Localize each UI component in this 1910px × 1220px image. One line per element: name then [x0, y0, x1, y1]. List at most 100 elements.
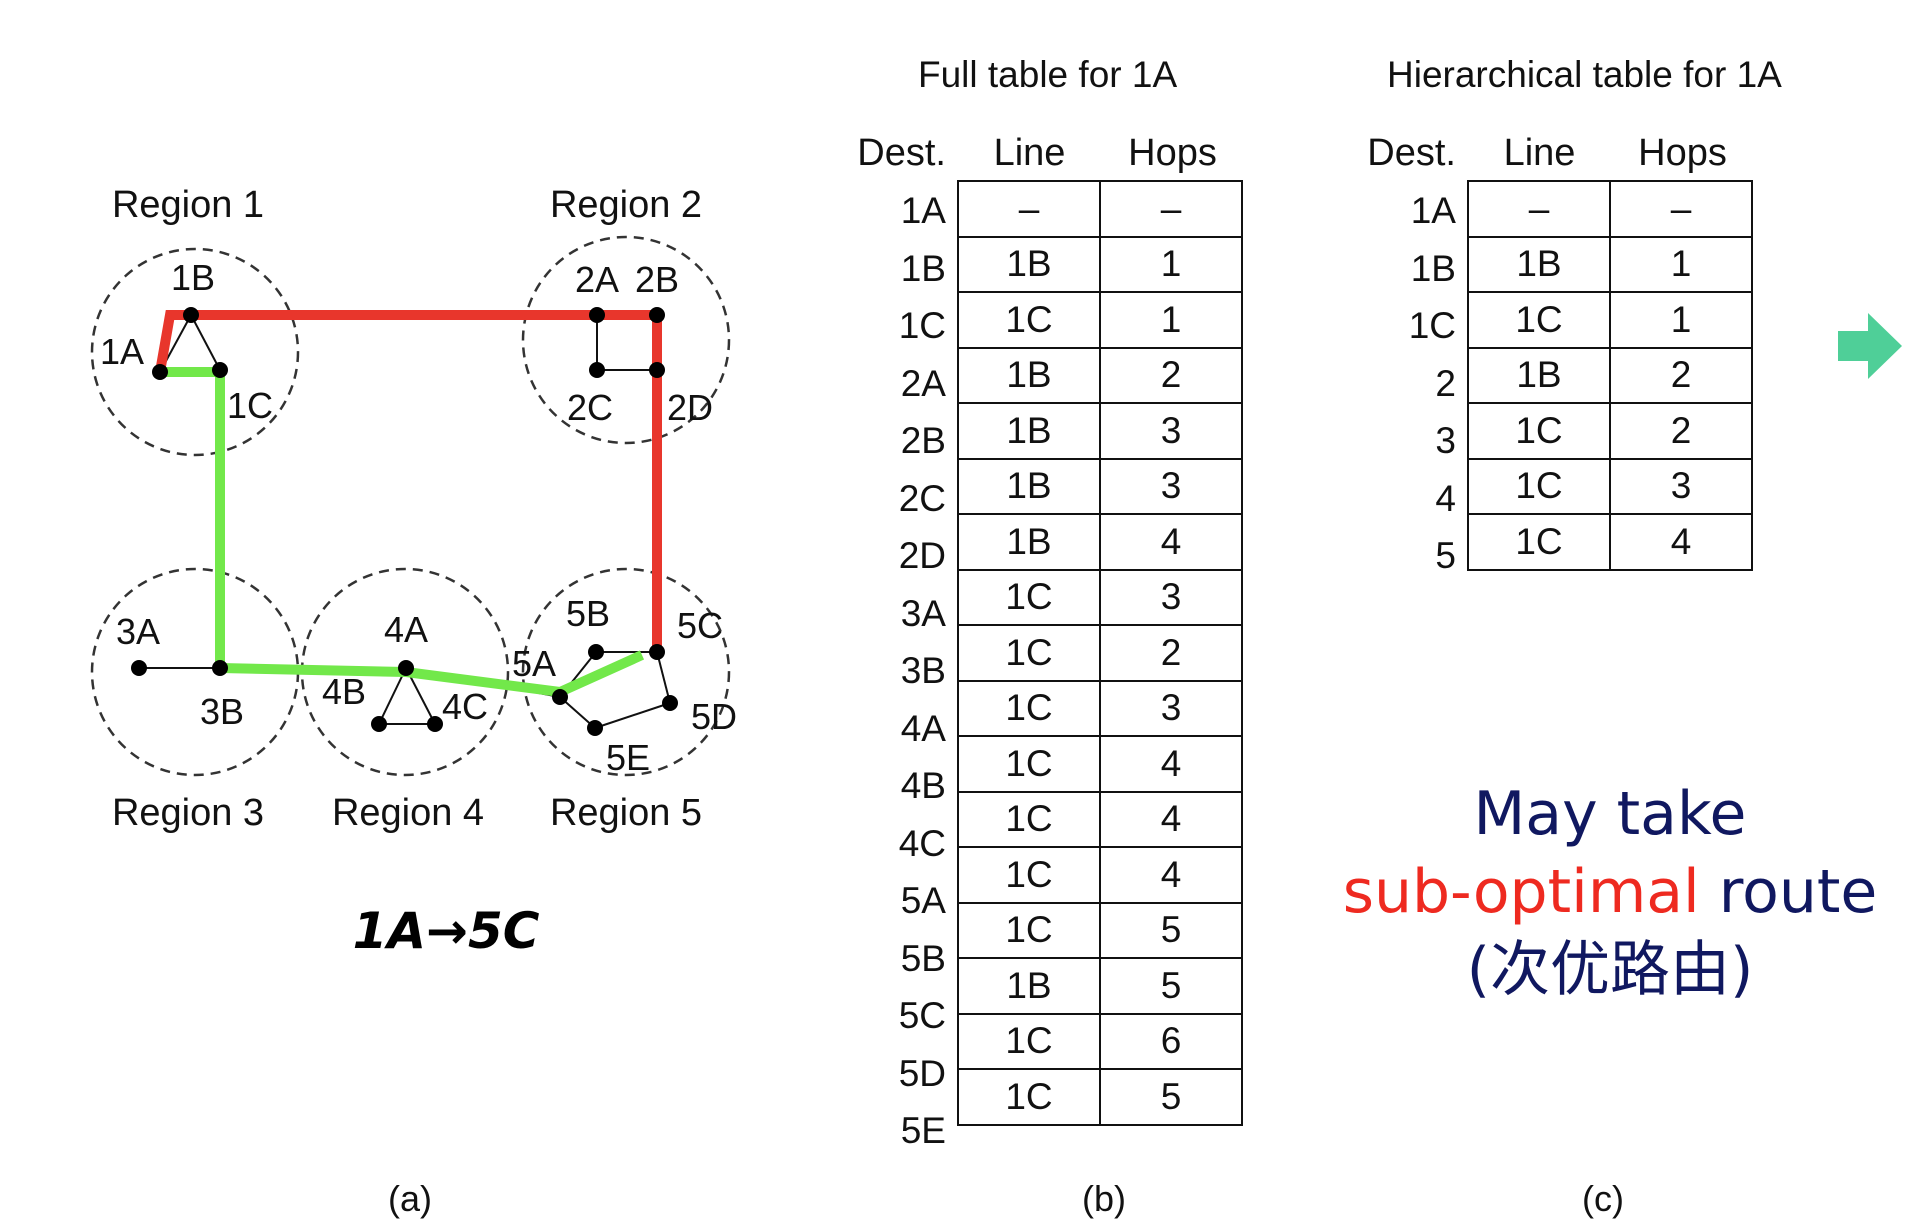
router-label-5B: 5B [566, 593, 610, 634]
router-node-3B [212, 660, 228, 676]
note-line-1: May take [1473, 779, 1747, 849]
right-arrow-icon[interactable] [1838, 313, 1902, 379]
full-dest-2: 1C [898, 305, 946, 346]
router-node-2D [649, 362, 665, 378]
line-cell: 1C [957, 291, 1101, 349]
note-line-2: sub-optimal route [1320, 853, 1900, 931]
router-node-5B [588, 644, 604, 660]
full-dest-5: 2C [898, 477, 946, 519]
router-node-1C [212, 362, 228, 378]
hier-dest-2: 1C [1408, 305, 1456, 346]
full-dest-12: 5A [900, 880, 946, 921]
hops-cell: 3 [1099, 679, 1243, 737]
hier-dest-4: 3 [1435, 420, 1456, 461]
router-label-1A: 1A [100, 331, 144, 372]
line-cell: 1C [1467, 402, 1611, 460]
hops-cell: – [1609, 180, 1753, 238]
hops-cell: 3 [1099, 457, 1243, 515]
hier-dest-1: 1B [1410, 247, 1456, 289]
full-dest-16: 5E [900, 1110, 946, 1151]
full-dest-15: 5D [898, 1052, 946, 1094]
full-dest-1: 1B [900, 247, 946, 289]
hops-cell: 2 [1609, 346, 1753, 404]
note-route: route [1699, 857, 1878, 927]
note-line-3: (次优路由) [1466, 935, 1754, 1005]
router-node-2A [589, 307, 605, 323]
router-node-1B [183, 307, 199, 323]
router-node-4A [398, 660, 414, 676]
full-dest-11: 4C [898, 822, 946, 864]
router-label-2D: 2D [667, 387, 713, 428]
router-node-3A [131, 660, 147, 676]
hops-cell: 3 [1099, 568, 1243, 626]
hops-cell: 4 [1609, 513, 1753, 571]
table-row: –– [957, 180, 1243, 238]
router-node-2C [589, 362, 605, 378]
link-4A-4B [378, 667, 407, 725]
router-node-1A [152, 364, 168, 380]
region-label-r5: Region 5 [550, 792, 702, 834]
full-dest-6: 2D [898, 535, 946, 576]
region-circle-r1 [90, 247, 300, 457]
full-dest-13: 5B [900, 937, 946, 979]
panel-label-b: (b) [1082, 1178, 1126, 1219]
full-table-title: Full table for 1A [918, 54, 1178, 95]
router-label-2C: 2C [567, 387, 613, 428]
router-node-4C [427, 716, 443, 732]
hops-cell: 5 [1099, 901, 1243, 959]
link-5D-5E [594, 702, 671, 729]
line-cell: 1C [1467, 513, 1611, 571]
line-cell: 1C [957, 1068, 1101, 1126]
region-label-r4: Region 4 [332, 792, 484, 834]
hier-dest-0: 1A [1410, 190, 1456, 231]
hops-cell: 1 [1099, 291, 1243, 349]
line-cell: 1B [957, 235, 1101, 293]
hops-cell: 4 [1099, 735, 1243, 793]
hier-dest-6: 5 [1435, 535, 1456, 576]
router-label-3B: 3B [200, 691, 244, 732]
line-cell: 1B [957, 513, 1101, 571]
line-cell: 1C [1467, 457, 1611, 515]
router-label-4C: 4C [442, 686, 488, 727]
router-label-4B: 4B [322, 671, 366, 712]
hops-cell: 4 [1099, 846, 1243, 904]
router-label-5C: 5C [677, 605, 723, 646]
link-1B-1C [190, 314, 221, 371]
panel-label-c: (c) [1582, 1178, 1624, 1219]
line-cell: 1C [957, 735, 1101, 793]
hier-col-line: Line [1503, 132, 1576, 174]
hops-cell: 1 [1609, 291, 1753, 349]
router-label-2B: 2B [635, 259, 679, 300]
full-dest-14: 5C [898, 995, 946, 1036]
full-col-dest: Dest. [857, 132, 946, 174]
table-row: –– [1467, 180, 1753, 238]
hops-cell: 6 [1099, 1012, 1243, 1070]
line-cell: 1B [957, 402, 1101, 460]
line-cell: 1C [957, 568, 1101, 626]
line-cell: – [1467, 180, 1611, 238]
line-cell: 1C [957, 790, 1101, 848]
hops-cell: 5 [1099, 957, 1243, 1015]
router-label-5E: 5E [606, 737, 650, 778]
hier-table-title: Hierarchical table for 1A [1387, 54, 1782, 95]
region-label-r3: Region 3 [112, 792, 264, 834]
